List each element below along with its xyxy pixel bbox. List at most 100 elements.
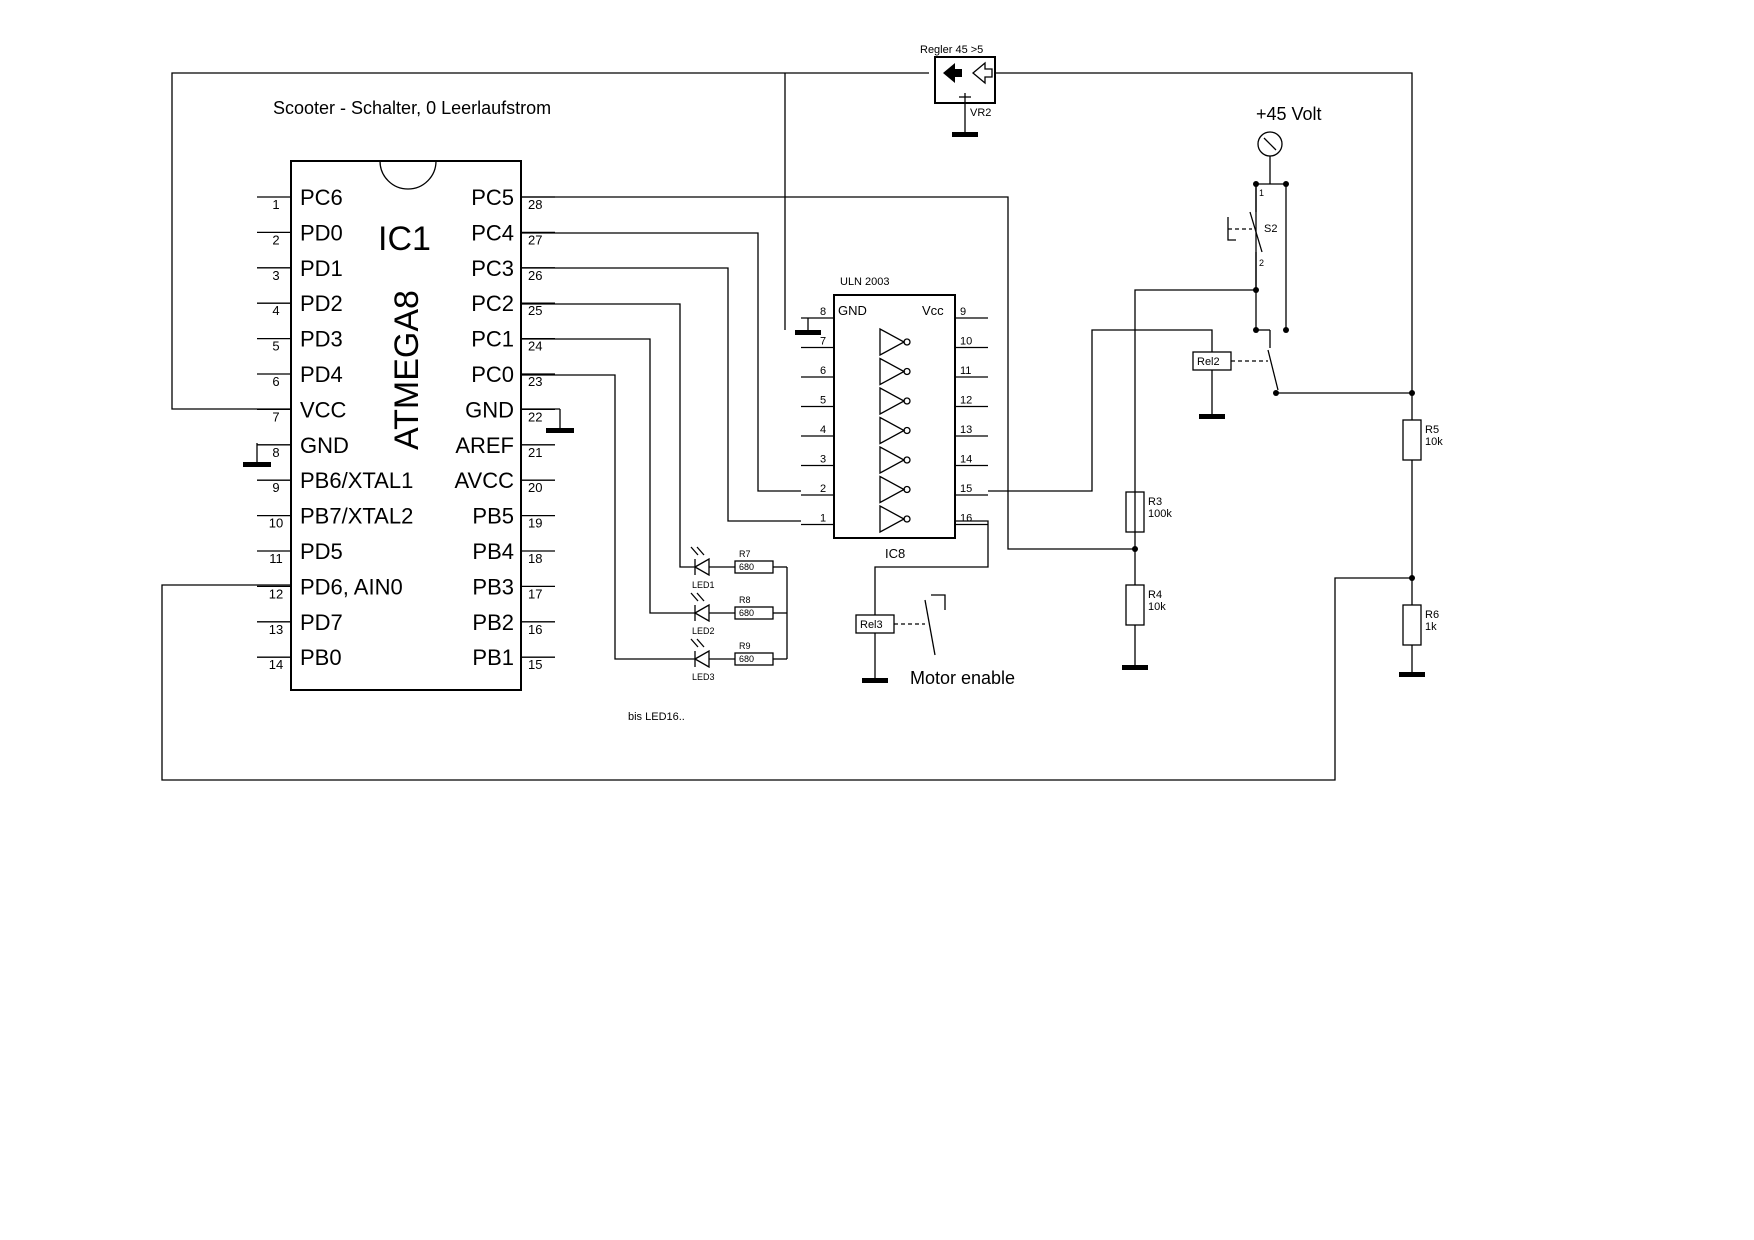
- ic1-pin-number: 24: [528, 339, 542, 354]
- resistor-ref: R8: [739, 595, 751, 605]
- ic1-pin-name: PB5: [472, 504, 514, 529]
- ic8-pin-number: 9: [960, 306, 966, 318]
- ic1-pin-number: 16: [528, 622, 542, 637]
- ic8-pin-number: 13: [960, 424, 972, 436]
- relay-rel2-label: Rel2: [1197, 356, 1220, 368]
- ic1-pin-name: PD0: [300, 220, 343, 245]
- resistor-ref: R4: [1148, 589, 1162, 601]
- ic1-pin-name: PC4: [471, 220, 514, 245]
- ic1-pin-name: PD5: [300, 539, 343, 564]
- darlington-buffer: [879, 386, 906, 416]
- led-2-symbol: [693, 603, 710, 623]
- junction-dot: [1283, 327, 1289, 333]
- ic1-pin-number: 21: [528, 445, 542, 460]
- led-emission-arrow: [696, 592, 705, 602]
- led-emission-arrow: [690, 592, 699, 602]
- led-3-symbol: [693, 649, 710, 669]
- ic1-pin-number: 11: [269, 551, 283, 566]
- ground-symbol: [243, 462, 271, 467]
- ic1-pin-name: GND: [465, 397, 514, 422]
- ic1-pin-number: 19: [528, 516, 542, 531]
- ic1-pin-number: 22: [528, 409, 542, 424]
- ic1-pin-number: 28: [528, 197, 542, 212]
- ic8-pin-number: 1: [820, 513, 826, 525]
- ic1-pin-number: 17: [528, 586, 542, 601]
- ic1-part: ATMEGA8: [388, 290, 426, 450]
- ic1-pin-name: PB0: [300, 645, 342, 670]
- darlington-buffer: [879, 475, 906, 504]
- resistor-value: 1k: [1425, 621, 1437, 633]
- ic1-pin-name: AREF: [455, 433, 514, 458]
- ic1-pin-name: PB6/XTAL1: [300, 468, 413, 493]
- regulator-ref: VR2: [970, 107, 991, 119]
- ic1-pin-name: PD3: [300, 327, 343, 352]
- more-leds-note: bis LED16..: [628, 711, 685, 723]
- led-emission-arrow: [696, 638, 705, 648]
- resistor-value: 10k: [1148, 601, 1166, 613]
- ic1-pin-name: AVCC: [455, 468, 515, 493]
- resistor-ref: R5: [1425, 424, 1439, 436]
- darlington-buffer: [879, 445, 906, 475]
- led-emission-arrow: [690, 638, 699, 648]
- ic8-pin-number: 7: [820, 336, 826, 348]
- ic8-uln2003: ULN 2003 GND Vcc IC8 8765432191011121314…: [801, 276, 988, 561]
- inverter-bubble: [903, 338, 911, 346]
- resistor-r6: [1402, 604, 1422, 646]
- ic1-pin-number: 13: [269, 622, 283, 637]
- ic8-pin-number: 11: [960, 365, 971, 377]
- darlington-buffer: [879, 357, 906, 386]
- ic1-pin-name: PD7: [300, 610, 343, 635]
- ic8-pin-number: 5: [820, 395, 826, 407]
- switch-pin1: 1: [1259, 188, 1264, 198]
- ic8-pin-number: 16: [960, 513, 972, 525]
- junction-dot: [1409, 390, 1415, 396]
- ic1-pin-number: 8: [272, 445, 279, 460]
- ic8-pin-number: 8: [820, 306, 826, 318]
- ic1-pin-number: 26: [528, 268, 542, 283]
- ic1-pin-name: VCC: [300, 397, 347, 422]
- ic1-pin-number: 4: [272, 303, 279, 318]
- ic1-pin-number: 5: [272, 339, 279, 354]
- switch-pin2: 2: [1259, 258, 1264, 268]
- resistor-value: 100k: [1148, 508, 1172, 520]
- ic1-pin-name: PC1: [471, 327, 514, 352]
- ic8-pin-number: 2: [820, 483, 826, 495]
- junction-dot: [1253, 327, 1259, 333]
- switch-ref: S2: [1264, 223, 1277, 235]
- ic1-pin-number: 12: [269, 586, 283, 601]
- ic1-pin-number: 15: [528, 657, 542, 672]
- ic1-pin-number: 25: [528, 303, 542, 318]
- schematic-title: Scooter - Schalter, 0 Leerlaufstrom: [273, 98, 551, 118]
- junction-dot: [1409, 575, 1415, 581]
- ic8-vcc-label: Vcc: [922, 303, 944, 318]
- inverter-bubble: [903, 426, 911, 435]
- resistor-r3: [1125, 491, 1145, 533]
- led-1-symbol: [693, 557, 710, 577]
- ic8-gnd-label: GND: [838, 303, 867, 318]
- ground-symbol: [1399, 672, 1425, 677]
- ic1-pin-name: PC5: [471, 185, 514, 210]
- junction-dot: [1253, 287, 1259, 293]
- relay-rel3-label: Rel3: [860, 619, 883, 631]
- ic1-pin-number: 1: [272, 197, 279, 212]
- resistor-ref: R7: [739, 549, 751, 559]
- ic1-pin-number: 9: [272, 480, 279, 495]
- led-emission-arrow: [690, 546, 699, 556]
- resistor-r4: [1125, 584, 1145, 626]
- ic1-pin-number: 14: [269, 657, 283, 672]
- inverter-bubble: [903, 515, 911, 523]
- ic8-ref: IC8: [885, 546, 905, 561]
- ic8-pin-number: 10: [960, 336, 972, 348]
- ic1-pin-name: GND: [300, 433, 349, 458]
- ic1-pin-number: 10: [269, 516, 283, 531]
- darlington-buffer: [879, 327, 906, 357]
- ic1-pin-name: PC0: [471, 362, 514, 387]
- ic8-pin-number: 14: [960, 454, 972, 466]
- resistor-value: 680: [739, 608, 754, 618]
- ground-symbol: [795, 330, 821, 335]
- ground-symbol: [1122, 665, 1148, 670]
- ground-symbol: [546, 428, 574, 433]
- ic1-pin-name: PB1: [472, 645, 514, 670]
- motor-enable-label: Motor enable: [910, 668, 1015, 688]
- resistor-ref: R3: [1148, 496, 1162, 508]
